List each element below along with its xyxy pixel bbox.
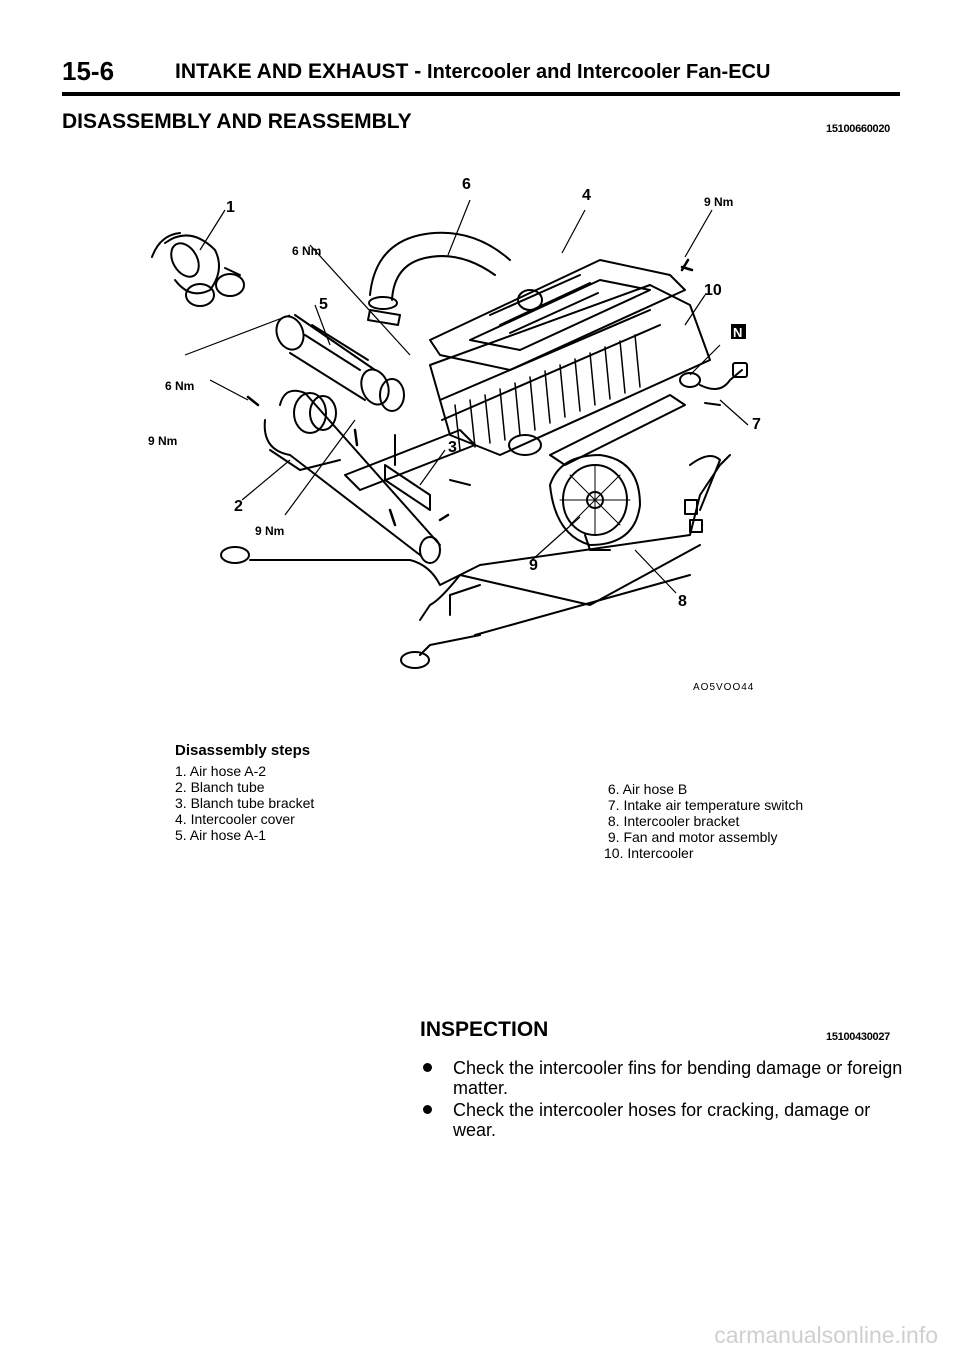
- callout-9: 9: [529, 557, 538, 574]
- callout-3: 3: [448, 439, 457, 456]
- fan-and-motor-assembly: [549, 454, 641, 551]
- n-symbol: N: [733, 325, 742, 340]
- inspection-item-1: Check the intercooler fins for bending d…: [453, 1058, 903, 1098]
- list-item: Check the intercooler fins for bending d…: [420, 1058, 910, 1098]
- torque-6nm-hose-a1: 6 Nm: [292, 244, 321, 258]
- step-7: 7. Intake air temperature switch: [604, 797, 804, 813]
- callout-1: 1: [226, 199, 235, 216]
- bolts: [246, 258, 694, 527]
- inspection-item-2: Check the intercooler hoses for cracking…: [453, 1100, 871, 1140]
- step-4: 4. Intercooler cover: [175, 811, 295, 827]
- callout-6: 6: [462, 176, 471, 193]
- disassembly-steps-title: Disassembly steps: [175, 742, 311, 759]
- callout-5: 5: [319, 296, 328, 313]
- step-8: 8. Intercooler bracket: [604, 813, 740, 829]
- exploded-view-diagram: 1 2 3 4 5 6 7 8 9 10 N 6 Nm 9 Nm 6 Nm 9 …: [148, 176, 761, 669]
- air-hose-b: [367, 231, 511, 326]
- callout-2: 2: [234, 498, 243, 515]
- step-5: 5. Air hose A-1: [175, 827, 267, 843]
- callout-4: 4: [582, 187, 591, 204]
- step-9: 9. Fan and motor assembly: [604, 829, 778, 845]
- torque-6nm-hose-a2: 6 Nm: [165, 379, 194, 393]
- page-number: 15-6: [62, 56, 115, 86]
- torque-9nm-intercooler: 9 Nm: [704, 195, 733, 209]
- watermark: carmanualsonline.info: [714, 1322, 938, 1348]
- intercooler-bracket: [220, 454, 731, 669]
- blanch-tube: [263, 389, 441, 564]
- step-10: 10. Intercooler: [604, 845, 694, 861]
- steps-left-column: 1. Air hose A-2 2. Blanch tube 3. Blanch…: [175, 763, 314, 843]
- step-2: 2. Blanch tube: [175, 779, 265, 795]
- torque-9nm-bracket: 9 Nm: [255, 524, 284, 538]
- callout-7: 7: [752, 416, 761, 433]
- intercooler: [429, 284, 711, 466]
- torque-labels: 6 Nm 9 Nm 6 Nm 9 Nm 9 Nm: [148, 195, 733, 538]
- intercooler-cover: [429, 259, 686, 371]
- header-separator: -: [414, 60, 422, 83]
- page-header: INTAKE AND EXHAUST - Intercooler and Int…: [175, 60, 770, 84]
- inspection-code: 15100430027: [826, 1031, 890, 1043]
- section-title: DISASSEMBLY AND REASSEMBLY: [62, 110, 412, 133]
- section-code: 15100660020: [826, 123, 890, 135]
- bullet-icon: [423, 1105, 432, 1114]
- leader-lines: [184, 199, 749, 594]
- callout-10: 10: [704, 282, 722, 299]
- inspection-list: Check the intercooler fins for bending d…: [420, 1058, 910, 1142]
- header-section: INTAKE AND EXHAUST: [175, 60, 409, 83]
- callout-labels: 1 2 3 4 5 6 7 8 9 10 N: [226, 176, 761, 610]
- header-rule: [62, 92, 900, 96]
- figure-id: AO5VOO44: [693, 682, 755, 693]
- step-6: 6. Air hose B: [604, 781, 688, 797]
- header-subsection: Intercooler and Intercooler Fan-ECU: [427, 61, 771, 83]
- inspection-title: INSPECTION: [420, 1018, 549, 1041]
- step-1: 1. Air hose A-2: [175, 763, 267, 779]
- list-item: Check the intercooler hoses for cracking…: [420, 1100, 910, 1140]
- callout-8: 8: [678, 593, 687, 610]
- n-symbol-box: [731, 324, 746, 339]
- intake-air-temperature-switch: [679, 362, 748, 406]
- bullet-icon: [423, 1063, 432, 1072]
- steps-right-column: 6. Air hose B 7. Intake air temperature …: [604, 781, 803, 861]
- step-3: 3. Blanch tube bracket: [175, 795, 315, 811]
- torque-9nm-tube: 9 Nm: [148, 434, 177, 448]
- air-hose-a1: [275, 314, 405, 412]
- air-hose-a2: [151, 232, 245, 307]
